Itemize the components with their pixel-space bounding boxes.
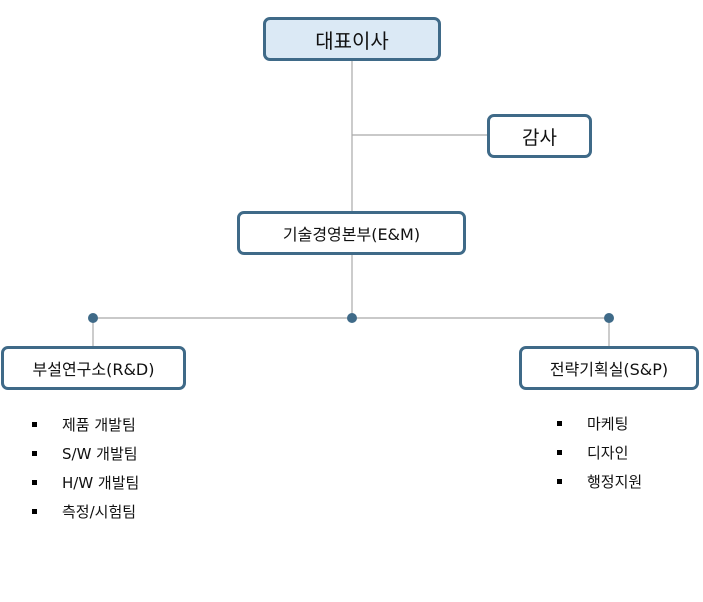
ceo-box: 대표이사 — [263, 17, 441, 61]
list-item: H/W 개발팀 — [32, 472, 139, 501]
list-item: 행정지원 — [557, 471, 642, 500]
list-item: S/W 개발팀 — [32, 443, 139, 472]
rnd-label: 부설연구소(R&D) — [32, 360, 155, 379]
right-junction-dot — [604, 313, 614, 323]
list-item: 디자인 — [557, 442, 642, 471]
list-item: 제품 개발팀 — [32, 414, 139, 443]
list-item: 마케팅 — [557, 413, 642, 442]
auditor-box: 감사 — [487, 114, 592, 158]
rnd-box: 부설연구소(R&D) — [1, 346, 186, 390]
snp-team-list: 마케팅 디자인 행정지원 — [557, 413, 642, 500]
left-junction-dot — [88, 313, 98, 323]
center-junction-dot — [347, 313, 357, 323]
hq-box: 기술경영본부(E&M) — [237, 211, 466, 255]
hq-label: 기술경영본부(E&M) — [282, 225, 421, 244]
ceo-label: 대표이사 — [315, 28, 389, 53]
snp-box: 전략기획실(S&P) — [519, 346, 699, 390]
rnd-team-list: 제품 개발팀 S/W 개발팀 H/W 개발팀 측정/시험팀 — [32, 414, 139, 530]
list-item: 측정/시험팀 — [32, 501, 139, 530]
auditor-label: 감사 — [522, 126, 557, 149]
snp-label: 전략기획실(S&P) — [549, 360, 669, 379]
